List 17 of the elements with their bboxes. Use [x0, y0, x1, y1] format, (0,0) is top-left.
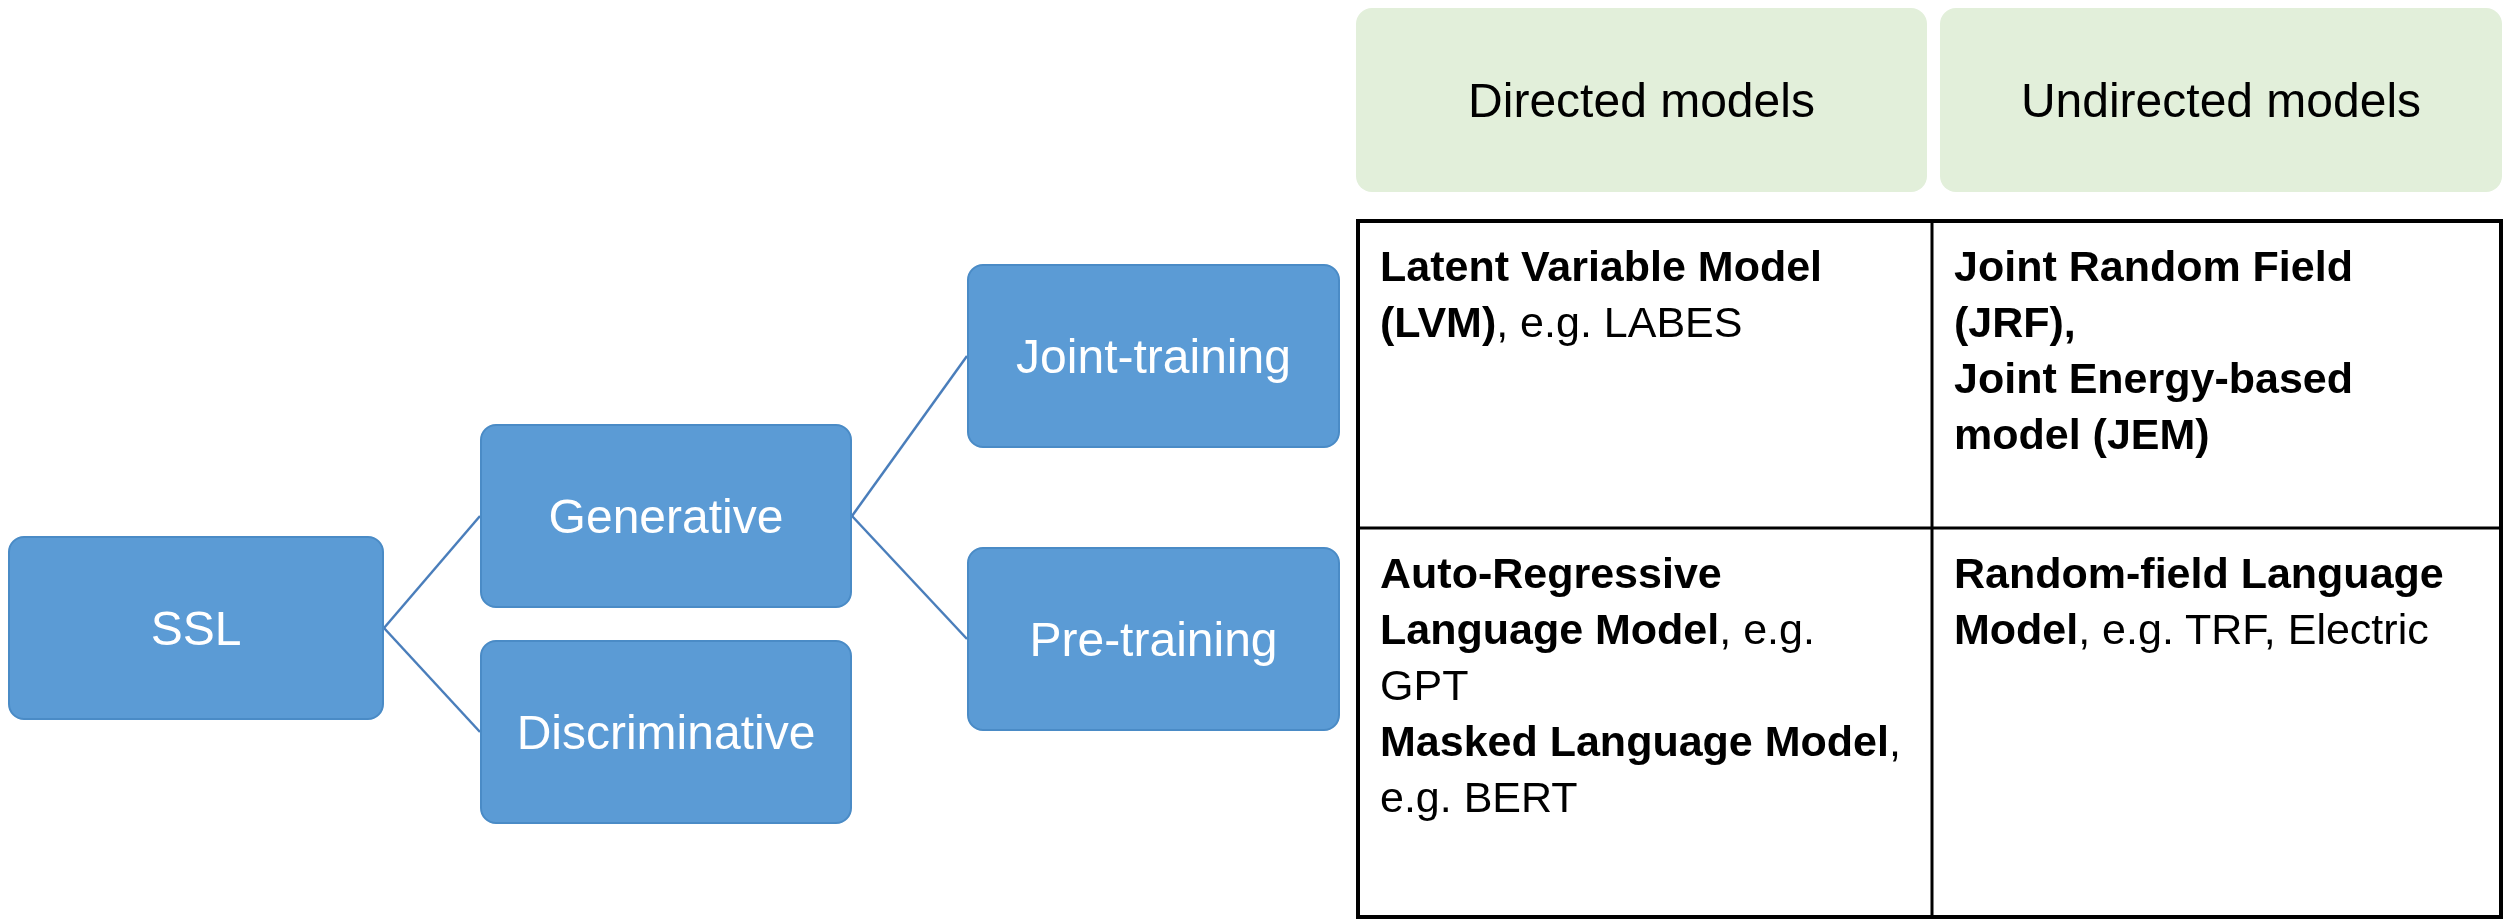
- connector-line: [383, 515, 481, 629]
- category-box: Discriminative: [480, 640, 852, 824]
- category-box: SSL: [8, 536, 384, 720]
- cell-text: Auto-Regressive Language Model, e.g. GPT: [1380, 548, 1816, 711]
- cell-text: Masked Language Model, e.g. BERT: [1380, 715, 1902, 823]
- cell-text: Joint Random Field (JRF),: [1954, 241, 2354, 348]
- connector-line: [383, 627, 481, 733]
- column-header: Directed models: [1356, 8, 1927, 192]
- category-box: Joint-training: [967, 264, 1340, 448]
- connector-line: [851, 515, 968, 640]
- connector-line: [851, 355, 968, 517]
- cell-text: Joint Energy-based model (JEM): [1954, 352, 2355, 460]
- cell-text: Random-field Language Model, e.g. TRF, Electric: [1954, 548, 2445, 655]
- category-box: Pre-training: [967, 547, 1340, 731]
- column-header: Undirected models: [1940, 8, 2502, 192]
- cell-text: Latent Variable Model (LVM), e.g. LABES: [1380, 241, 1824, 348]
- category-box: Generative: [480, 424, 852, 608]
